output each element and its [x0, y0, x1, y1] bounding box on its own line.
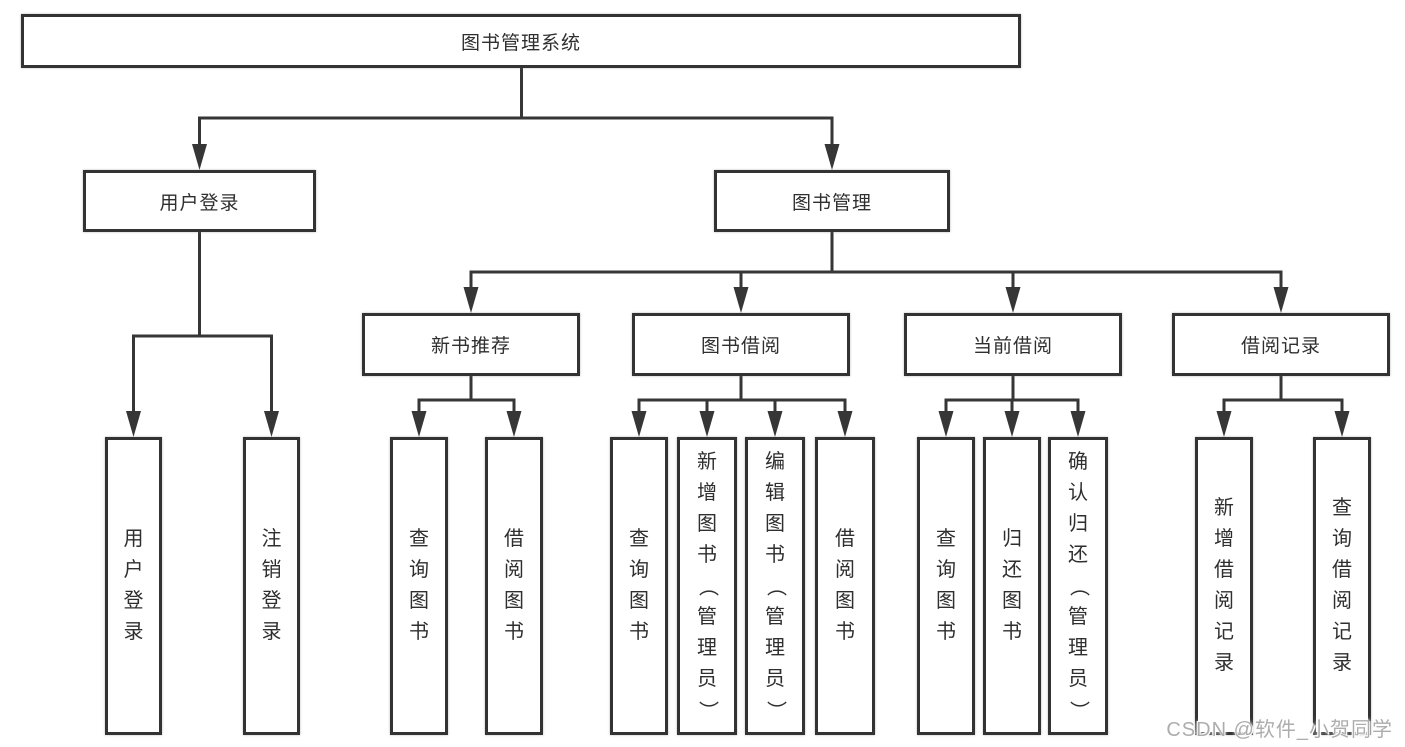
connector-new-book-recommendation-children [411, 374, 522, 437]
node-label: 新增图书（管理员） [696, 450, 719, 721]
node-book-borrowing: 图书借阅 [632, 313, 850, 376]
arrow-down-icon [938, 411, 954, 437]
arrow-down-icon [1005, 287, 1021, 313]
node-label: 借阅记录 [1240, 336, 1321, 357]
node-label: 图书管理 [791, 192, 872, 214]
node-label: 查询图书 [409, 528, 429, 643]
node-label: 查询图书 [936, 528, 956, 643]
arrow-down-icon [463, 287, 479, 313]
arrow-down-icon [1004, 411, 1020, 437]
node-leaf-add-books-admin: 新增图书（管理员） [677, 437, 737, 735]
node-leaf-user-login: 用户登录 [105, 437, 162, 735]
arrow-down-icon [1273, 287, 1289, 313]
node-current-borrowing: 当前借阅 [904, 313, 1122, 376]
arrow-down-icon [733, 287, 749, 313]
node-label: 归还图书 [1002, 528, 1022, 643]
connector-borrowing-records-children [1216, 374, 1350, 437]
arrow-down-icon [126, 411, 141, 437]
node-label: 新书推荐 [430, 336, 511, 357]
connector-root-to-level2 [192, 66, 840, 170]
connector-user-login-children [126, 230, 279, 437]
node-label: 新增借阅记录 [1214, 497, 1234, 674]
node-root-library-management-system: 图书管理系统 [21, 14, 1021, 68]
arrow-down-icon [824, 144, 840, 170]
arrow-down-icon [631, 411, 647, 437]
node-leaf-borrow-books: 借阅图书 [815, 437, 875, 735]
csdn-watermark: CSDN @软件_小贺同学 [1166, 719, 1393, 741]
node-new-book-recommendation: 新书推荐 [362, 313, 580, 376]
node-label: 编辑图书（管理员） [764, 450, 787, 721]
node-leaf-edit-books-admin: 编辑图书（管理员） [745, 437, 805, 735]
node-leaf-add-borrow-record: 新增借阅记录 [1195, 437, 1253, 735]
connector-book-management-children [463, 230, 1289, 313]
node-label: 用户登录 [159, 192, 240, 214]
node-borrowing-records: 借阅记录 [1172, 313, 1390, 376]
arrow-down-icon [506, 411, 522, 437]
arrow-down-icon [699, 411, 715, 437]
node-label: 借阅图书 [835, 528, 855, 643]
node-book-management: 图书管理 [714, 170, 950, 232]
arrow-down-icon [264, 411, 279, 437]
node-label: 图书管理系统 [460, 32, 581, 54]
arrow-down-icon [837, 411, 853, 437]
connector-book-borrowing-children [631, 374, 853, 437]
node-leaf-borrow-books-recommend: 借阅图书 [485, 437, 543, 735]
arrow-down-icon [1334, 411, 1350, 437]
node-label: 查询图书 [629, 528, 649, 643]
node-label: 用户登录 [123, 528, 144, 643]
node-user-login: 用户登录 [83, 170, 316, 232]
node-label: 借阅图书 [504, 528, 524, 643]
arrow-down-icon [1216, 411, 1232, 437]
node-leaf-confirm-return-admin: 确认归还（管理员） [1048, 437, 1108, 735]
connector-current-borrowing-children [938, 374, 1086, 437]
arrow-down-icon [767, 411, 783, 437]
node-leaf-query-books-current: 查询图书 [917, 437, 975, 735]
node-leaf-return-books: 归还图书 [983, 437, 1041, 735]
node-leaf-query-books-recommend: 查询图书 [390, 437, 448, 735]
arrow-down-icon [1070, 411, 1086, 437]
node-label: 确认归还（管理员） [1067, 450, 1090, 721]
node-label: 注销登录 [261, 528, 282, 643]
node-leaf-logout: 注销登录 [243, 437, 300, 735]
node-label: 图书借阅 [700, 336, 781, 357]
node-leaf-query-borrow-record: 查询借阅记录 [1313, 437, 1371, 735]
node-leaf-query-books-borrowing: 查询图书 [610, 437, 668, 735]
node-label: 当前借阅 [972, 336, 1053, 357]
arrow-down-icon [411, 411, 427, 437]
arrow-down-icon [192, 144, 207, 170]
node-label: 查询借阅记录 [1332, 497, 1352, 674]
